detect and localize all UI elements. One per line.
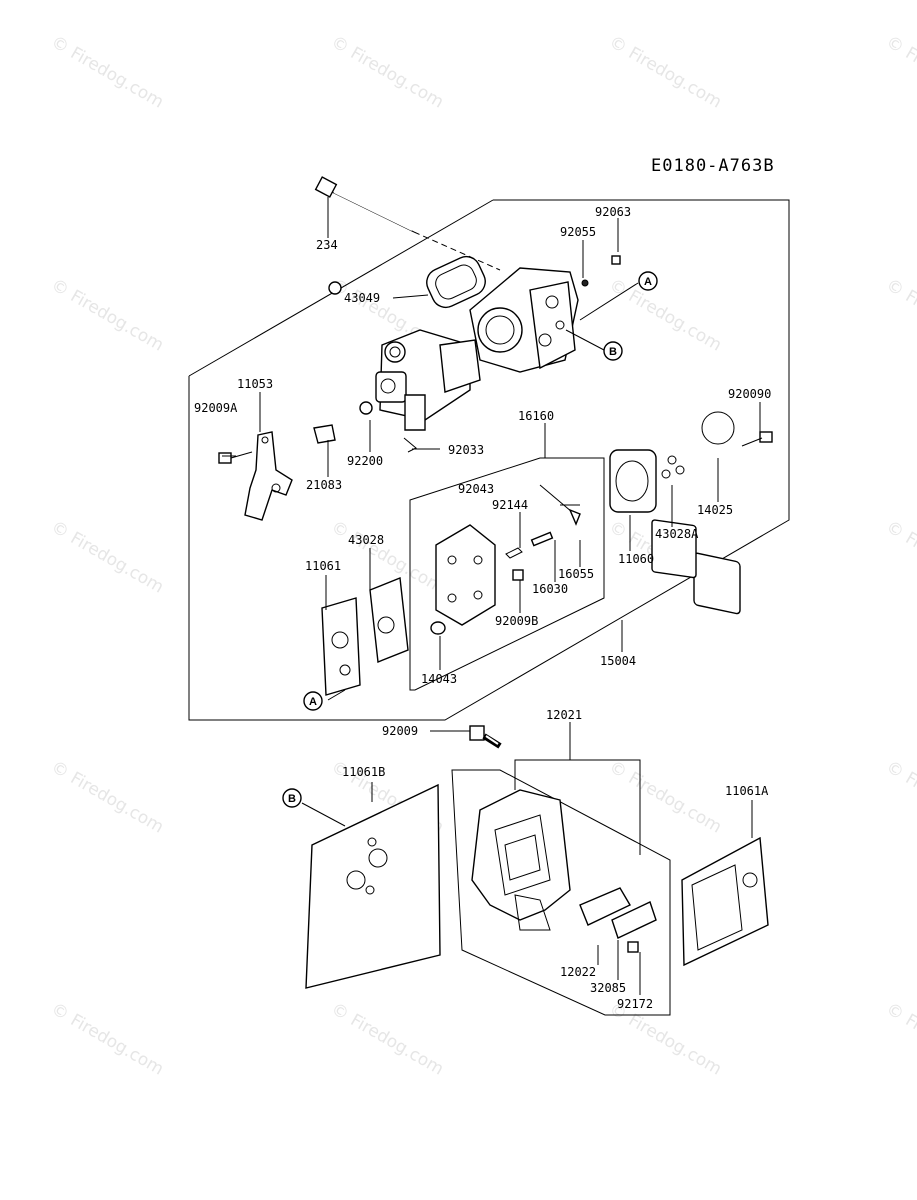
watermark: © Firedog.com — [328, 999, 447, 1080]
part-label-92172: 92172 — [617, 997, 653, 1011]
part-label-21083: 21083 — [306, 478, 342, 492]
watermark: © Firedog.com — [883, 275, 917, 356]
part-label-92200: 92200 — [347, 454, 383, 468]
diagram-code: E0180-A763B — [651, 156, 775, 176]
part-label-11060: 11060 — [618, 552, 654, 566]
gasket-43049 — [328, 255, 486, 309]
assembly-outline-12021 — [451, 769, 671, 1016]
part-label-920090: 920090 — [728, 387, 771, 401]
callout-b-label: B — [288, 793, 296, 805]
part-label-11061A: 11061A — [725, 784, 769, 798]
part-label-92033: 92033 — [448, 443, 484, 457]
watermark: © Firedog.com — [883, 517, 917, 598]
bolt-234 — [314, 176, 501, 271]
part-label-16160: 16160 — [518, 409, 554, 423]
watermark: © Firedog.com — [48, 517, 167, 598]
part-labels: 234 92063 92055 43049 11053 92009A 21083… — [194, 205, 771, 1011]
watermark: © Firedog.com — [883, 999, 917, 1080]
bolt-92009 — [469, 725, 502, 749]
intake-body — [469, 255, 621, 373]
part-label-92055: 92055 — [560, 225, 596, 239]
watermark: © Firedog.com — [606, 757, 725, 838]
part-label-11061: 11061 — [305, 559, 341, 573]
gasket-11061A — [681, 836, 769, 967]
part-label-14043: 14043 — [421, 672, 457, 686]
callout-a-lower: A — [303, 691, 323, 711]
watermark: © Firedog.com — [328, 32, 447, 113]
watermark: © Firedog.com — [48, 757, 167, 838]
part-label-234: 234 — [316, 238, 338, 252]
callout-b-lower: B — [282, 788, 302, 808]
part-label-43049: 43049 — [344, 291, 380, 305]
watermark: © Firedog.com — [48, 275, 167, 356]
air-cleaner-base-12021 — [471, 789, 571, 931]
watermark: © Firedog.com — [48, 999, 167, 1080]
gaskets-left — [321, 577, 409, 696]
gasket-11061B — [305, 783, 441, 989]
leader-lines — [222, 197, 761, 995]
part-label-43028: 43028 — [348, 533, 384, 547]
part-label-12021: 12021 — [546, 708, 582, 722]
part-label-11061B: 11061B — [342, 765, 385, 779]
part-label-12022: 12022 — [560, 965, 596, 979]
callout-a-label: A — [309, 696, 317, 708]
plate-12022 — [579, 887, 657, 953]
watermark: © Firedog.com — [606, 999, 725, 1080]
part-label-92009A: 92009A — [194, 401, 238, 415]
part-label-92009: 92009 — [382, 724, 418, 738]
part-label-92063: 92063 — [595, 205, 631, 219]
part-label-15004: 15004 — [600, 654, 636, 668]
part-label-16030: 16030 — [532, 582, 568, 596]
assembly-outline-15004 — [188, 199, 790, 721]
part-label-32085: 32085 — [590, 981, 626, 995]
part-label-43028A: 43028A — [655, 527, 699, 541]
watermark: © Firedog.com — [606, 275, 725, 356]
metering-body-16160 — [430, 484, 581, 635]
part-label-92009B: 92009B — [495, 614, 538, 628]
callout-b-label: B — [609, 346, 617, 358]
watermark: © Firedog.com — [883, 757, 917, 838]
callout-b-upper: B — [603, 341, 623, 361]
watermark: © Firedog.com — [48, 32, 167, 113]
part-label-14025: 14025 — [697, 503, 733, 517]
part-label-11053: 11053 — [237, 377, 273, 391]
watermark: © Firedog.com — [883, 32, 917, 113]
carburetor-body — [359, 329, 481, 453]
callout-a-upper: A — [638, 271, 658, 291]
throttle-lever-11053 — [218, 424, 336, 521]
part-label-16055: 16055 — [558, 567, 594, 581]
watermark: © Firedog.com — [606, 32, 725, 113]
callout-a-label: A — [644, 276, 652, 288]
part-label-92043: 92043 — [458, 482, 494, 496]
subassembly-outline-16160 — [409, 457, 605, 691]
part-label-92144: 92144 — [492, 498, 528, 512]
diaphragm-stack — [609, 411, 773, 615]
